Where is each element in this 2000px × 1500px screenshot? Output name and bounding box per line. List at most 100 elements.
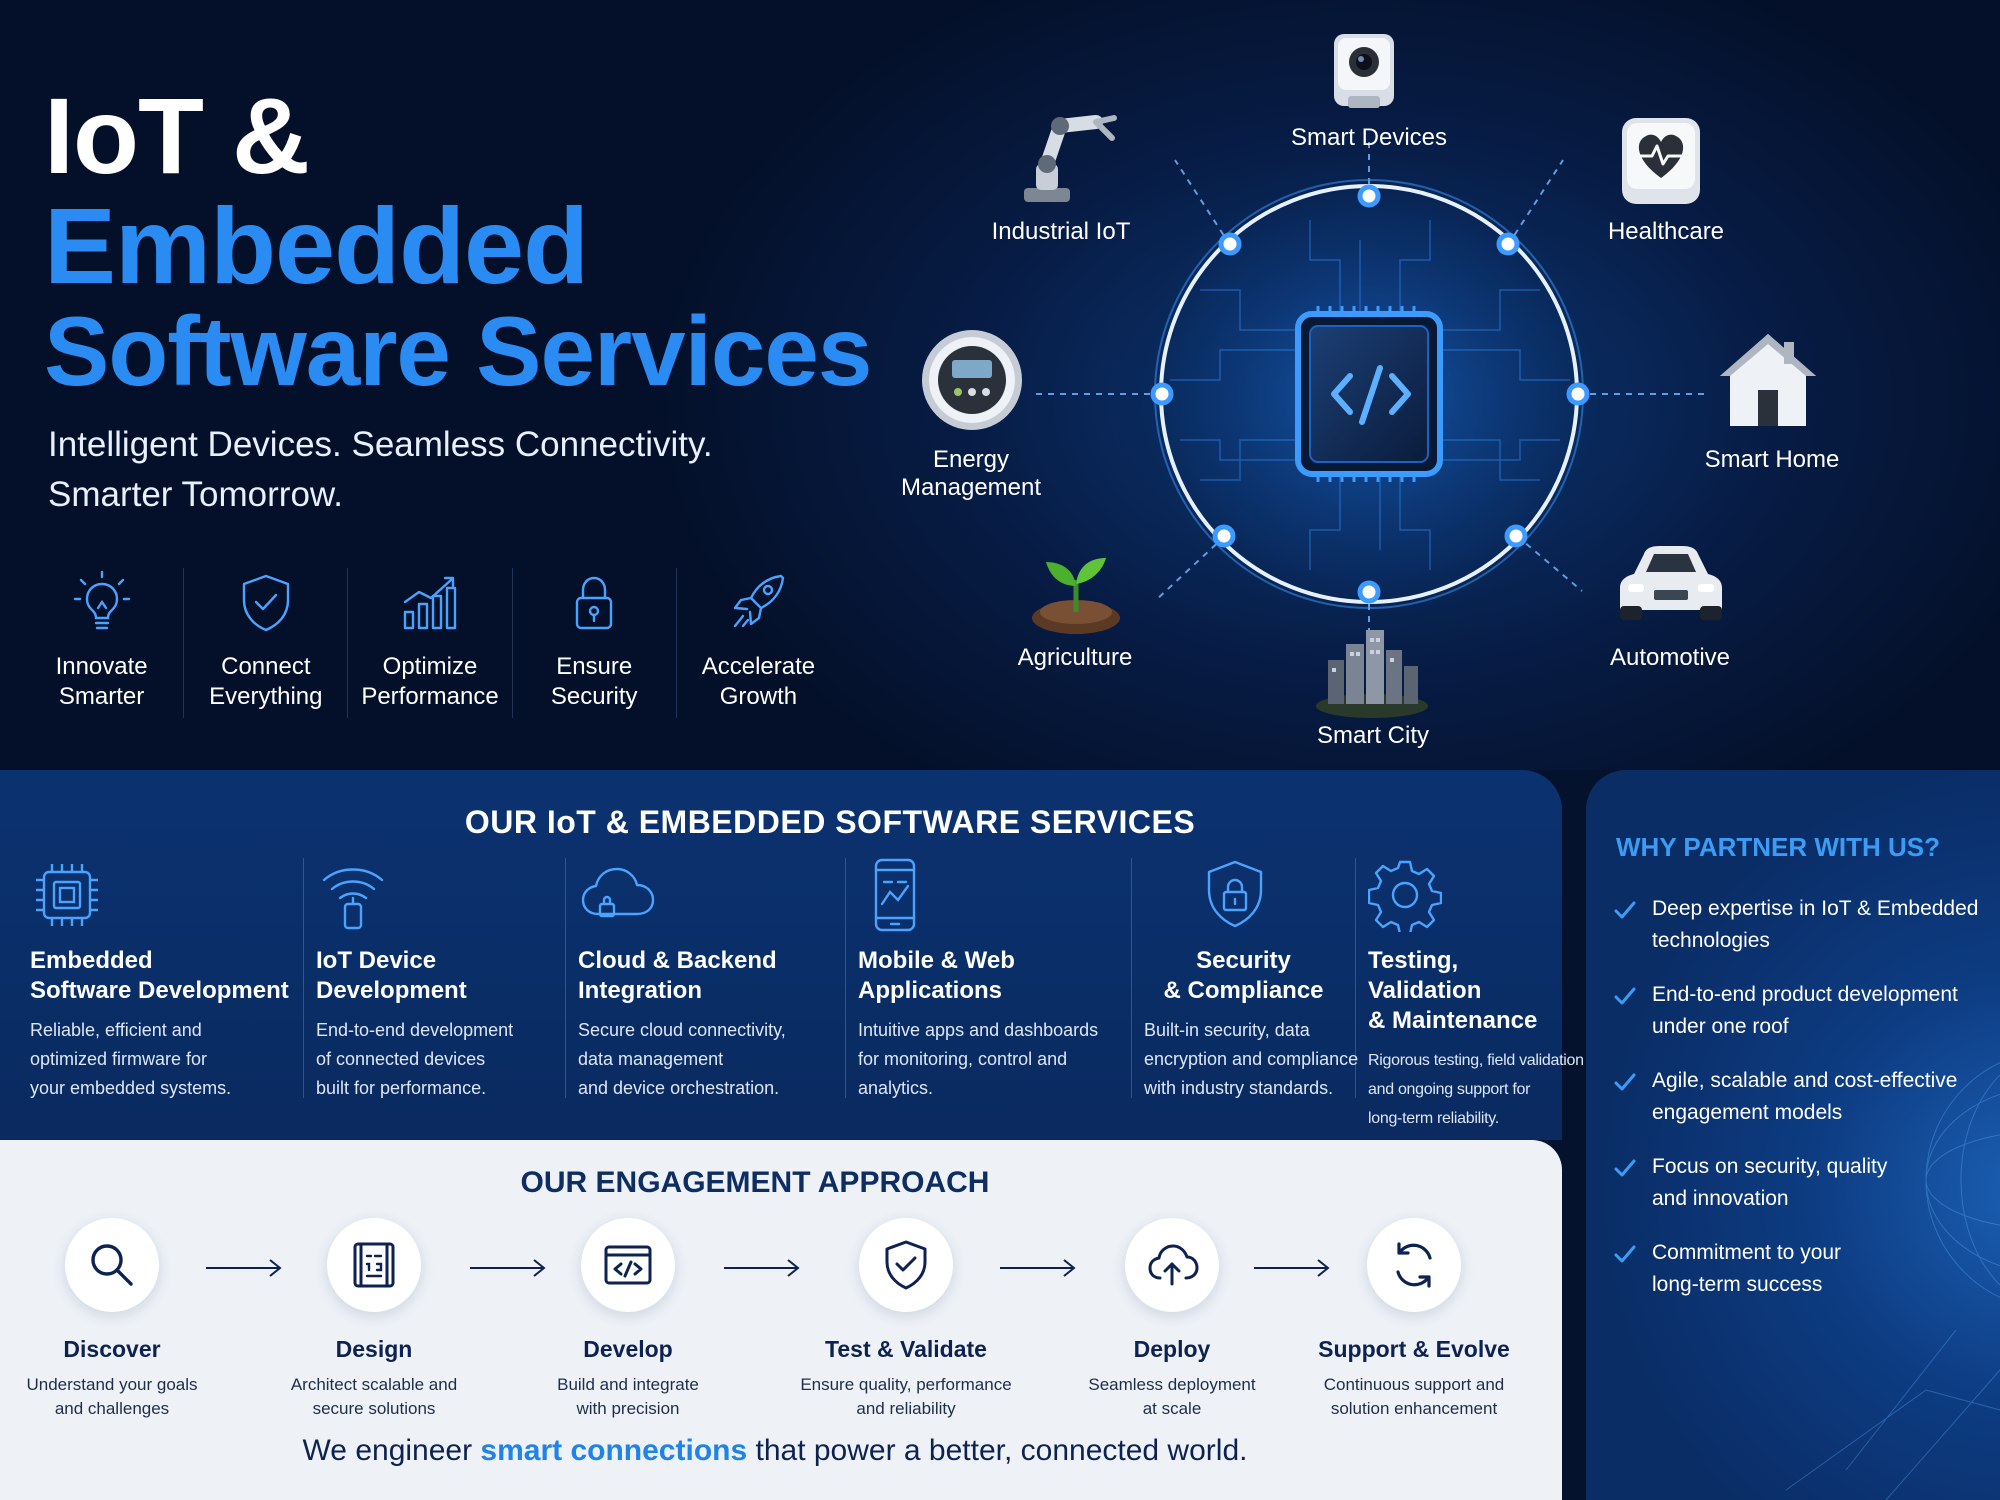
service-name: Security — [1196, 947, 1291, 974]
footer-highlight: smart connections — [480, 1434, 748, 1467]
chip-icon — [36, 864, 98, 926]
service-desc: Reliable, efficient and — [30, 1020, 202, 1040]
hub-node-healthcare: Healthcare — [1566, 218, 1766, 246]
hub-node-smart-city: Smart City — [1273, 722, 1473, 750]
why-item: Agile, scalable and cost-effective engage… — [1612, 1065, 1992, 1129]
padlock-icon — [576, 576, 613, 630]
mobile-icon — [874, 858, 916, 932]
service-desc: and ongoing support for — [1368, 1081, 1531, 1098]
pillar-label: Growth — [719, 683, 798, 710]
city-icon — [1316, 630, 1428, 718]
hub-node-label: Healthcare — [1607, 218, 1725, 245]
iot-hub-diagram — [922, 34, 1816, 718]
hub-node-label: Smart Devices — [1290, 124, 1448, 151]
service-name: Integration — [578, 977, 702, 1004]
service-name: Cloud & Backend — [578, 947, 777, 974]
services-title: OUR IoT & EMBEDDED SOFTWARE SERVICES — [464, 804, 1196, 840]
service-name: Mobile & Web — [858, 947, 1015, 974]
hub-node-label: Industrial IoT — [991, 218, 1131, 245]
hub-node-agriculture: Agriculture — [975, 644, 1175, 672]
step-desc: solution enhancement — [1330, 1399, 1498, 1418]
why-item: End-to-end product development under one … — [1612, 979, 1992, 1043]
camera-icon — [1334, 34, 1394, 108]
step-arrow — [1000, 1259, 1076, 1277]
footer-text-post: that power a better, connected world. — [747, 1434, 1248, 1467]
step-desc: Understand your goals — [26, 1375, 198, 1394]
pillar-label: Connect — [221, 653, 311, 680]
hub-node-label: Smart Home — [1704, 446, 1840, 473]
footer-text-pre: We engineer — [302, 1434, 481, 1467]
hub-node-label: Energy — [932, 446, 1010, 473]
service-desc: of connected devices — [316, 1049, 486, 1069]
service-desc: Intuitive apps and dashboards — [858, 1020, 1099, 1040]
pillar-label: Innovate — [55, 653, 148, 680]
hero-title: IoT & Embedded Software Services — [44, 82, 872, 406]
shield-lock-icon — [1207, 860, 1263, 928]
why-text: under one roof — [1652, 1015, 1789, 1038]
check-icon — [1614, 1245, 1636, 1263]
service-name: Development — [316, 977, 467, 1004]
sprout-icon — [1032, 558, 1120, 634]
step-arrow — [470, 1259, 546, 1277]
service-desc: optimized firmware for — [30, 1049, 208, 1069]
step-circle — [1367, 1218, 1461, 1312]
step-desc: Seamless deployment — [1088, 1375, 1256, 1394]
service-name: Testing, Validation — [1368, 947, 1482, 1004]
hub-node-smart-devices: Smart Devices — [1269, 124, 1469, 152]
why-text: long-term success — [1652, 1273, 1823, 1296]
step-circle — [327, 1218, 421, 1312]
service-desc: analytics. — [858, 1078, 934, 1098]
step-test-validate: Test & Validate Ensure quality, performa… — [786, 1218, 1026, 1421]
why-text: Deep expertise in IoT & Embedded — [1652, 897, 1979, 920]
why-text: Agile, scalable and cost-effective — [1652, 1069, 1958, 1092]
refresh-icon — [1396, 1242, 1432, 1288]
magnifier-icon — [91, 1244, 133, 1286]
service-name: IoT Device — [316, 947, 437, 974]
engagement-title: OUR ENGAGEMENT APPROACH — [520, 1166, 990, 1199]
service-testing: Testing, Validation& Maintenance Rigorou… — [1356, 858, 1584, 1127]
service-name: Applications — [858, 977, 1003, 1004]
wifi-device-icon — [322, 868, 384, 930]
hub-node-automotive: Automotive — [1570, 644, 1770, 672]
shield-check-icon — [242, 574, 289, 632]
cloud-icon — [581, 867, 655, 918]
pillar-label: Performance — [361, 683, 499, 710]
service-desc: Secure cloud connectivity, — [578, 1020, 786, 1040]
network-globe-graphic — [1785, 1062, 2000, 1500]
why-text: End-to-end product development — [1652, 983, 1958, 1006]
pillar-label: Security — [550, 683, 638, 710]
ring-nodes — [1150, 184, 1590, 604]
hero-title-line3: Software Services — [44, 296, 872, 406]
service-desc: your embedded systems. — [30, 1078, 232, 1098]
energy-meter-icon — [922, 330, 1022, 430]
step-arrow — [724, 1259, 800, 1277]
step-circle — [65, 1218, 159, 1312]
blueprint-icon — [353, 1242, 395, 1288]
step-name: Develop — [583, 1336, 673, 1362]
why-text: Focus on security, quality — [1652, 1155, 1888, 1178]
tagline-line1: Intelligent Devices. Seamless Connectivi… — [48, 425, 713, 464]
why-text: engagement models — [1652, 1101, 1843, 1124]
service-name: & Maintenance — [1368, 1007, 1538, 1034]
check-icon — [1614, 1159, 1636, 1177]
service-name: Software Development — [30, 977, 289, 1004]
step-desc: at scale — [1142, 1399, 1202, 1418]
why-title: WHY PARTNER WITH US? — [1616, 832, 1941, 862]
service-desc: encryption and compliance — [1144, 1049, 1359, 1069]
step-desc: and challenges — [54, 1399, 170, 1418]
pillar-label: Everything — [209, 683, 323, 710]
heart-monitor-icon — [1622, 118, 1700, 204]
